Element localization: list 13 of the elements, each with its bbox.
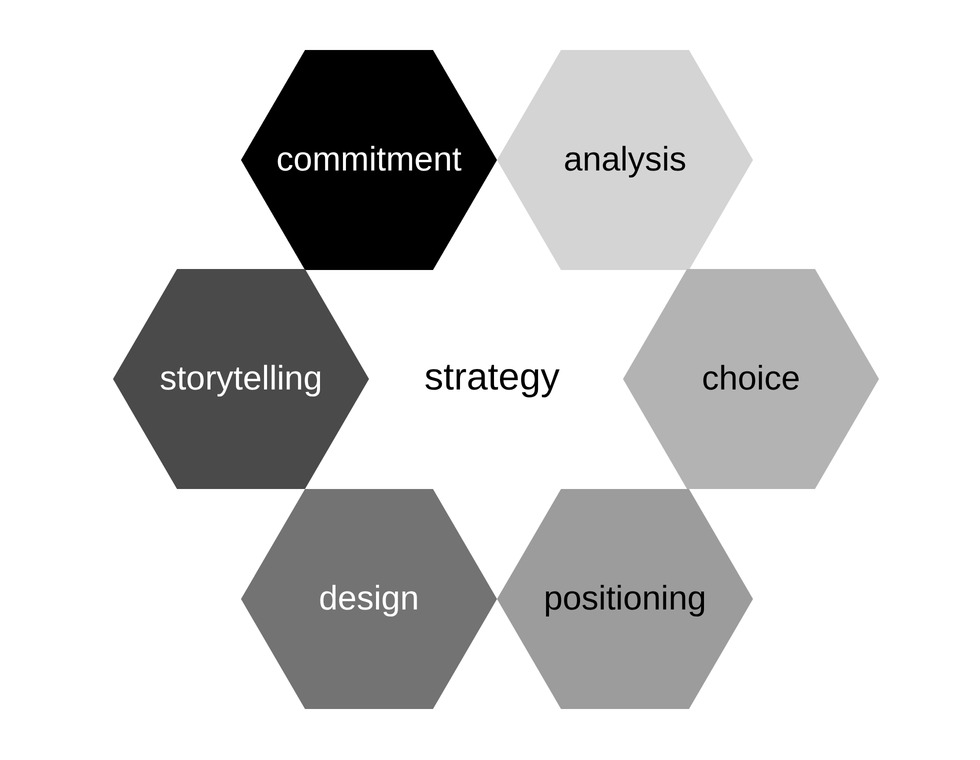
hexagon-label: choice <box>700 360 802 398</box>
hexagon-label: commitment <box>275 140 463 180</box>
hexagon-label: positioning <box>542 580 708 618</box>
hexagon-label: storytelling <box>158 360 324 398</box>
hexagon-label: design <box>318 580 420 618</box>
hexagon <box>623 269 879 489</box>
hexagon-label: analysis <box>562 140 688 180</box>
center-label: strategy <box>424 356 560 400</box>
hexagon <box>497 489 753 709</box>
hexagon <box>497 50 753 270</box>
hexagon <box>241 50 497 270</box>
hexagon <box>241 489 497 709</box>
hexagon <box>113 269 369 489</box>
